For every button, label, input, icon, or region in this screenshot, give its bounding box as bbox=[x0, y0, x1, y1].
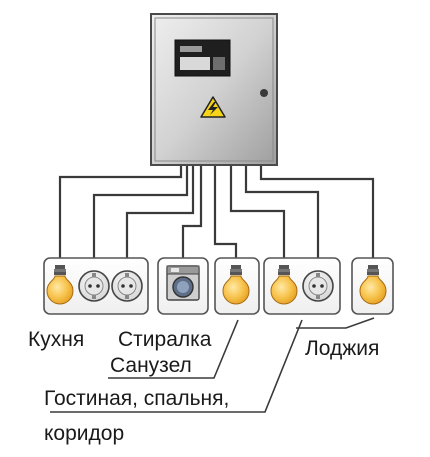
leader-bathroom bbox=[108, 319, 239, 379]
label-kitchen: Кухня bbox=[28, 328, 85, 351]
panel-body bbox=[150, 13, 278, 166]
label-bathroom: Санузел bbox=[110, 354, 192, 377]
lamp-icon bbox=[359, 265, 387, 305]
wire-living-lamp bbox=[229, 165, 286, 265]
label-loggia: Лоджия bbox=[305, 337, 380, 360]
lamp-icon bbox=[222, 265, 250, 305]
lamp-icon bbox=[46, 265, 74, 305]
socket-icon bbox=[111, 270, 143, 302]
wire-kitchen-lamp bbox=[58, 165, 183, 265]
washing-machine-icon bbox=[166, 265, 200, 301]
wire-bathroom-lamp bbox=[213, 165, 238, 265]
meter-window bbox=[174, 39, 231, 77]
wire-kitchen-socket-2 bbox=[125, 165, 195, 265]
leader-living bbox=[50, 319, 303, 413]
wire-kitchen-socket-1 bbox=[92, 165, 189, 265]
socket-icon bbox=[78, 270, 110, 302]
wires bbox=[58, 165, 375, 265]
distribution-panel bbox=[150, 13, 278, 166]
socket-icon bbox=[302, 270, 334, 302]
wire-living-socket bbox=[244, 165, 320, 265]
wire-washer bbox=[181, 165, 203, 265]
label-living-line1: Гостиная, спальня, bbox=[44, 387, 230, 410]
high-voltage-warning-icon bbox=[200, 96, 226, 118]
devices bbox=[46, 265, 387, 305]
label-leaders bbox=[50, 317, 375, 413]
leader-loggia bbox=[296, 317, 375, 329]
lamp-icon bbox=[270, 265, 298, 305]
panel-door-handle bbox=[260, 89, 268, 97]
label-living-line2: коридор bbox=[44, 422, 125, 445]
label-laundry: Стиралка bbox=[118, 328, 212, 351]
panel-inner-border bbox=[154, 17, 274, 162]
wire-loggia-lamp bbox=[259, 165, 375, 265]
